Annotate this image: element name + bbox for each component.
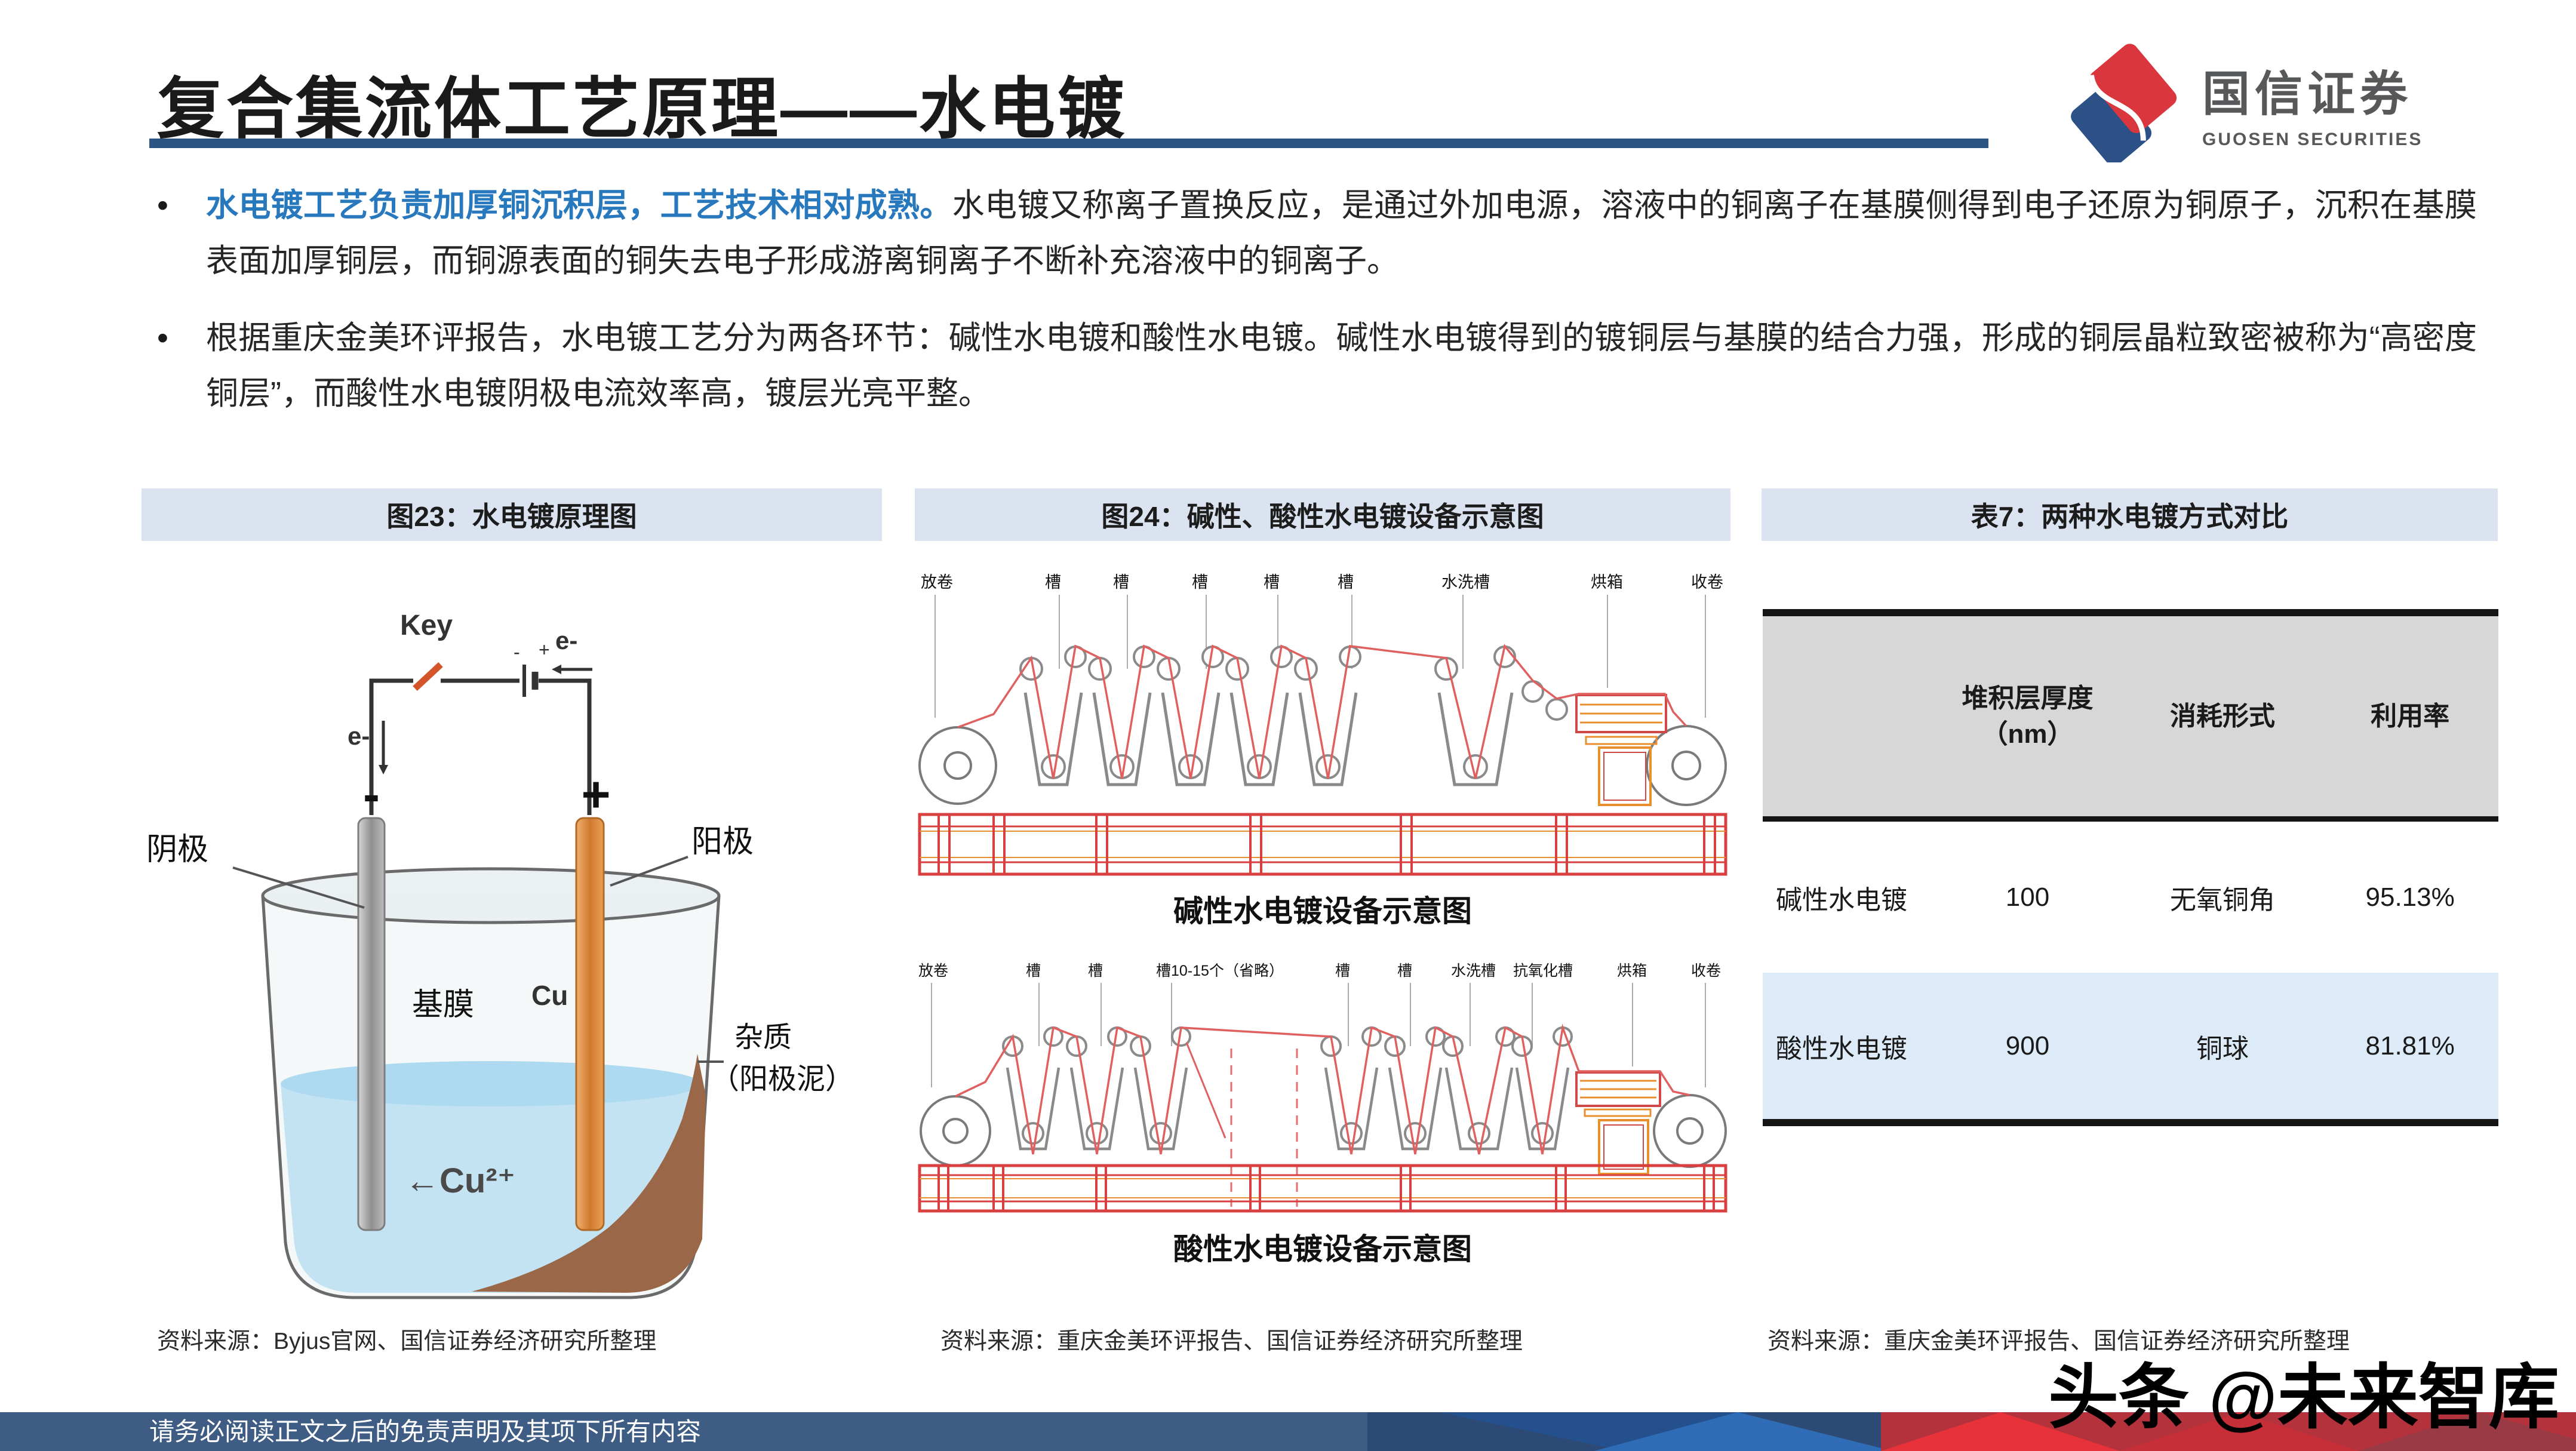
logo-name-en: GUOSEN SECURITIES [2202,130,2423,149]
key-label: Key [400,610,453,641]
footer-disclaimer: 请务必阅读正文之后的免责声明及其项下所有内容 [149,1418,702,1446]
footer-decoration [1367,1412,2576,1451]
cu-label: Cu [531,980,568,1011]
table-col-thickness: 堆积层厚度（nm） [1962,684,2094,749]
station-label: 槽 [1338,573,1354,591]
oven [1575,1071,1661,1175]
station-label: 槽10-15个（省略） [1156,963,1284,979]
station-label: 槽 [1088,963,1103,979]
table-row: 酸性水电镀 900 铜球 81.81% [1763,973,2498,1126]
figure24-header: 图24：碱性、酸性水电镀设备示意图 [915,488,1730,541]
station-label: 烘箱 [1591,573,1623,591]
table-row: 碱性水电镀 100 无氧铜角 95.13% [1763,822,2498,973]
bullet-text: 根据重庆金美环评报告，水电镀工艺分为两各环节：碱性水电镀和酸性水电镀。碱性水电镀… [206,311,2477,422]
anode-label: 阳极 [691,825,754,859]
station-label: 抗氧化槽 [1513,963,1573,979]
summary-bullets: • 水电镀工艺负责加厚铜沉积层，工艺技术相对成熟。水电镀又称离子置换反应，是通过… [157,178,2477,443]
bullet-body: 根据重庆金美环评报告，水电镀工艺分为两各环节：碱性水电镀和酸性水电镀。碱性水电镀… [206,319,2477,411]
electroplating-principle-diagram: Key - + e- e- - + 阴极 阳极 基膜 Cu ←Cu²⁺ 杂质 （… [146,610,854,1299]
row-name: 碱性水电镀 [1776,885,1907,915]
beaker-rim [261,867,721,924]
bullet-item: • 根据重庆金美环评报告，水电镀工艺分为两各环节：碱性水电镀和酸性水电镀。碱性水… [157,311,2477,422]
cathode-electrode [357,817,386,1231]
cathode-pointer-line [232,866,365,909]
bullet-item: • 水电镀工艺负责加厚铜沉积层，工艺技术相对成熟。水电镀又称离子置换反应，是通过… [157,178,2477,289]
electron-top-label: e- [555,626,577,654]
table7-source: 资料来源：重庆金美环评报告、国信证券经济研究所整理 [1767,1329,2350,1354]
bullet-marker: • [157,319,168,356]
table7-header: 表7：两种水电镀方式对比 [1762,488,2498,541]
station-label: 烘箱 [1617,963,1647,979]
machine-frame [918,813,1727,876]
battery-plus-label: + [539,639,550,660]
station-label: 槽 [1335,963,1350,979]
impurity-label-line1: 杂质 [734,1022,792,1053]
page-title: 复合集流体工艺原理——水电镀 [157,72,1127,146]
station-label: 槽 [1264,573,1280,591]
alkaline-plating-equipment-diagram: 放卷 槽 槽 槽 槽 槽 水洗槽 烘箱 收卷 [918,573,1727,876]
anode-pointer-line [610,856,688,887]
guosen-logo-icon [2059,43,2184,162]
title-underline [149,139,1988,148]
cathode-label: 阴极 [146,832,208,867]
station-label: 槽 [1397,963,1412,979]
anode-mud-sediment [472,1054,706,1293]
toutiao-watermark: 头条 @未来智库 [2048,1358,2559,1437]
station-label: 水洗槽 [1441,573,1490,591]
table-col-form: 消耗形式 [2169,701,2275,731]
film-web-path [957,644,1687,779]
station-label: 槽 [1113,573,1129,591]
cu-ion-label: ←Cu²⁺ [405,1161,515,1200]
battery-minus-label: - [514,641,520,663]
anode-electrode [575,817,605,1231]
impurity-label-line2: （阳极泥） [711,1063,854,1095]
row-thickness: 900 [2005,1031,2050,1060]
guosen-logo-text: 国信证券 GUOSEN SECURITIES [2202,56,2423,150]
station-label: 收卷 [1691,573,1723,591]
station-label: 收卷 [1691,963,1721,979]
comparison-table: 堆积层厚度（nm） 消耗形式 利用率 碱性水电镀 100 无氧铜角 95.13%… [1763,609,2498,1126]
table-col-rate: 利用率 [2371,701,2450,731]
row-name: 酸性水电镀 [1776,1034,1907,1063]
figure23-source: 资料来源：Byjus官网、国信证券经济研究所整理 [157,1329,657,1354]
station-label: 槽 [1192,573,1208,591]
row-form: 铜球 [2196,1034,2249,1063]
row-rate: 95.13% [2365,882,2455,912]
cathode-minus-sign: - [363,766,380,822]
table-header-row: 堆积层厚度（nm） 消耗形式 利用率 [1763,609,2498,822]
electron-left-label: e- [348,722,370,750]
machine-frame [918,1164,1727,1213]
row-thickness: 100 [2005,882,2050,912]
bullet-text: 水电镀工艺负责加厚铜沉积层，工艺技术相对成熟。水电镀又称离子置换反应，是通过外加… [206,178,2477,289]
station-label: 水洗槽 [1451,963,1496,979]
base-film-label: 基膜 [412,988,474,1022]
station-label: 放卷 [918,963,948,979]
switch-icon [413,662,443,691]
figure24-source: 资料来源：重庆金美环评报告、国信证券经济研究所整理 [940,1329,1523,1354]
row-form: 无氧铜角 [2169,885,2275,915]
row-rate: 81.81% [2365,1031,2455,1060]
bullet-highlight: 水电镀工艺负责加厚铜沉积层，工艺技术相对成熟。 [206,187,952,223]
bullet-marker: • [157,187,168,223]
acidic-plating-equipment-diagram: 放卷 槽 槽 槽10-15个（省略） 槽 槽 水洗槽 抗氧化槽 烘箱 收卷 [918,963,1727,1213]
alkaline-caption: 碱性水电镀设备示意图 [1173,894,1472,928]
anode-plus-sign: + [581,766,610,822]
guosen-logo: 国信证券 GUOSEN SECURITIES [2059,43,2423,162]
logo-name-cn: 国信证券 [2202,67,2412,121]
station-label: 槽 [1026,963,1041,979]
station-label: 槽 [1045,573,1061,591]
figure23-header: 图23：水电镀原理图 [142,488,882,541]
acidic-caption: 酸性水电镀设备示意图 [1173,1232,1472,1266]
oven [1575,694,1667,806]
station-label: 放卷 [921,573,953,591]
film-web-path [955,1023,1690,1155]
bullet-body: 水电镀又称离子置换反应，是通过外加电源，溶液中的铜离子在基膜侧得到电子还原为铜原… [206,187,2477,279]
